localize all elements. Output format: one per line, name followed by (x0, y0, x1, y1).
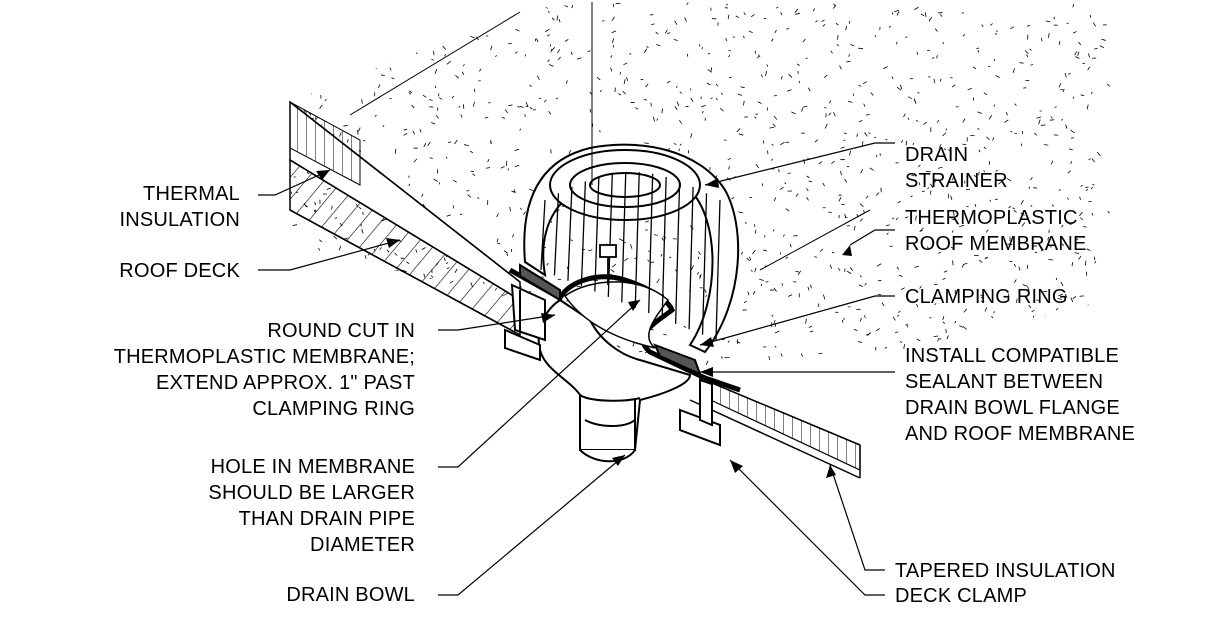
label-line: THAN DRAIN PIPE (238, 508, 415, 530)
label-drain-strainer: DRAIN STRAINER (905, 142, 1008, 194)
label-clamping-ring: CLAMPING RING (905, 284, 1068, 310)
right-edge-section (689, 377, 861, 479)
label-line: STRAINER (905, 170, 1008, 192)
label-hole-in-membrane: HOLE IN MEMBRANE SHOULD BE LARGER THAN D… (208, 454, 415, 558)
label-line: SEALANT BETWEEN (905, 371, 1104, 393)
strainer-ribs (540, 172, 721, 341)
label-line: ROUND CUT IN (267, 320, 415, 342)
label-tapered-insulation: TAPERED INSULATION (895, 558, 1116, 584)
label-line: ROOF DECK (119, 260, 240, 282)
label-thermoplastic-roof-membrane: THERMOPLASTIC ROOF MEMBRANE (905, 205, 1087, 257)
label-deck-clamp: DECK CLAMP (895, 583, 1027, 609)
label-line: DRAIN BOWL (286, 584, 415, 606)
arrowheads (316, 170, 852, 478)
bolt (599, 244, 617, 285)
clamping-ring-part (519, 263, 702, 376)
label-line: DRAIN (905, 144, 969, 166)
label-line: THERMOPLASTIC MEMBRANE; (113, 346, 415, 368)
leader-lines (258, 142, 895, 596)
label-line: AND ROOF MEMBRANE (905, 423, 1136, 445)
deck-clamp-part (679, 378, 721, 447)
label-roof-deck: ROOF DECK (119, 258, 240, 284)
label-line: CLAMPING RING (252, 398, 415, 420)
label-line: SHOULD BE LARGER (208, 482, 415, 504)
label-line: INSULATION (119, 209, 240, 231)
label-line: DECK CLAMP (895, 585, 1028, 607)
label-drain-bowl: DRAIN BOWL (286, 582, 415, 608)
label-line: THERMAL (143, 183, 240, 205)
label-install-sealant: INSTALL COMPATIBLE SEALANT BETWEEN DRAIN… (905, 343, 1135, 447)
label-line: TAPERED INSULATION (895, 560, 1116, 582)
label-line: HOLE IN MEMBRANE (210, 456, 415, 478)
label-line: EXTEND APPROX. 1" PAST (156, 372, 415, 394)
label-line: DRAIN BOWL FLANGE (905, 397, 1120, 419)
label-line: INSTALL COMPATIBLE (905, 345, 1120, 367)
drain-bowl-body (537, 298, 692, 463)
label-line: DIAMETER (310, 534, 415, 556)
label-line: THERMOPLASTIC (905, 207, 1078, 229)
label-round-cut: ROUND CUT IN THERMOPLASTIC MEMBRANE; EXT… (114, 318, 415, 422)
left-clamp (504, 283, 546, 362)
label-line: ROOF MEMBRANE (905, 233, 1087, 255)
label-line: CLAMPING RING (905, 286, 1068, 308)
reference-lines (349, 2, 871, 271)
label-thermal-insulation: THERMAL INSULATION (119, 181, 240, 233)
inner-bowl (563, 281, 670, 349)
